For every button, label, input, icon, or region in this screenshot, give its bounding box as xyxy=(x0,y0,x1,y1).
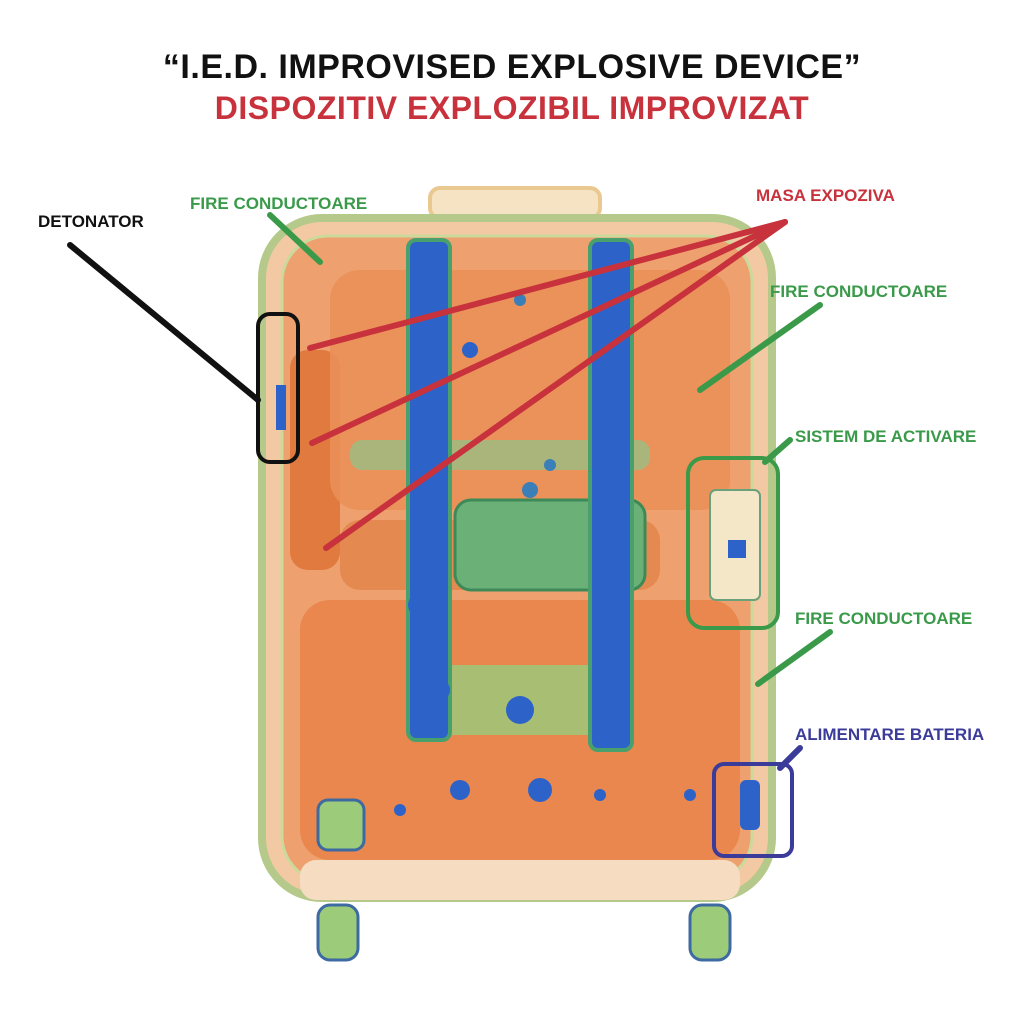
activation-pointer xyxy=(762,437,793,465)
xray-component xyxy=(544,459,556,471)
wires-right-pointer xyxy=(697,302,823,393)
battery-pack xyxy=(740,780,760,830)
detonator-core xyxy=(276,385,286,430)
xray-component xyxy=(462,342,478,358)
xray-component xyxy=(408,593,432,617)
explosive-pointer xyxy=(309,219,788,446)
explosive-pointer xyxy=(307,219,788,351)
explosive-mass-block xyxy=(290,350,340,570)
label-wires-top: FIRE CONDUCTOARE xyxy=(190,194,368,213)
xray-component xyxy=(394,804,406,816)
wires-top-pointer xyxy=(267,212,323,265)
title-english: “I.E.D. IMPROVISED EXPLOSIVE DEVICE” xyxy=(162,48,862,86)
detonator-box xyxy=(256,312,300,464)
battery-pointer xyxy=(777,745,803,771)
xray-component xyxy=(430,680,450,700)
explosive-pointer xyxy=(323,219,788,551)
xray-green-board xyxy=(445,665,615,735)
battery-box xyxy=(712,762,794,858)
wires-lower-pointer xyxy=(755,629,833,687)
label-battery-supply: ALIMENTARE BATERIA xyxy=(795,725,985,744)
label-wires-right: FIRE CONDUCTOARE xyxy=(770,282,948,301)
xray-component xyxy=(684,789,696,801)
label-wires-lower: FIRE CONDUCTOARE xyxy=(795,609,973,628)
xray-component xyxy=(528,778,552,802)
suitcase-bottom xyxy=(300,860,740,900)
xray-component xyxy=(522,482,538,498)
activation-box xyxy=(686,456,780,630)
xray-component xyxy=(594,789,606,801)
label-explosive-mass: MASA EXPOZIVA xyxy=(756,186,895,205)
xray-component xyxy=(506,696,534,724)
activation-chip xyxy=(728,540,746,558)
suitcase-handle xyxy=(428,186,602,220)
trolley-rail-right xyxy=(588,238,634,752)
detonator-pointer xyxy=(67,242,261,403)
wheel-top-left xyxy=(316,798,366,852)
wheel-bottom-right xyxy=(688,903,732,962)
wheel-bottom-left xyxy=(316,903,360,962)
xray-component xyxy=(514,294,526,306)
label-detonator: DETONATOR xyxy=(38,212,144,231)
xray-component xyxy=(450,780,470,800)
title-romanian: DISPOZITIV EXPLOZIBIL IMPROVIZAT xyxy=(214,90,810,126)
label-activation-system: SISTEM DE ACTIVARE xyxy=(795,427,977,446)
